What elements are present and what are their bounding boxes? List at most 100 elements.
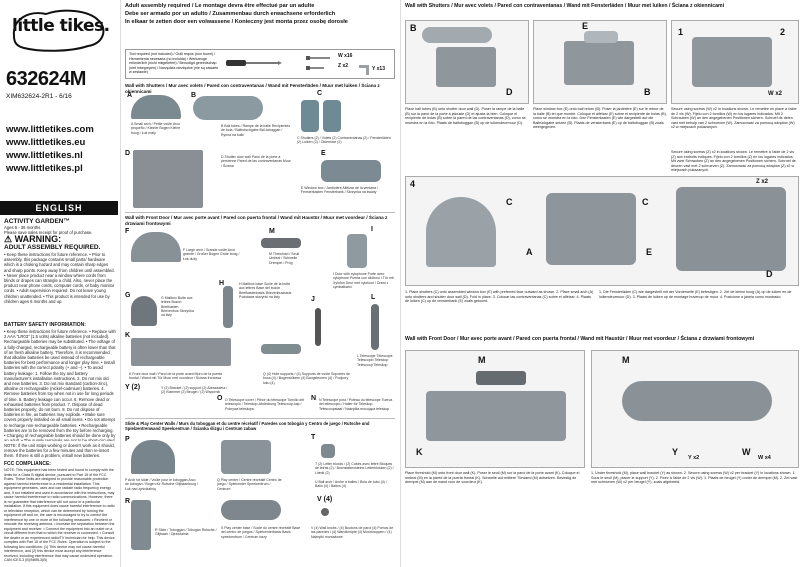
callout-e: E [582, 21, 589, 31]
warning-text: • Keep these instructions for future ref… [4, 252, 115, 304]
step-5-text: 1. Place shutters (C) onto assembled win… [405, 290, 594, 304]
product-heading: ACTIVITY GARDEN™ [4, 218, 70, 225]
part-c-shutter-left [301, 100, 319, 132]
model-number: 632624M [6, 68, 86, 90]
part-l-telescope [371, 304, 379, 350]
section-front-door-heading: Wall with Front Door / Mur avec porte av… [125, 215, 388, 226]
step-3-text: Secure using screws (W) x2 in locations … [671, 107, 797, 130]
part-m-threshold [261, 238, 301, 248]
screwdriver-icon [226, 60, 282, 66]
part-j-key: J [311, 296, 315, 303]
wall-shape [564, 41, 634, 85]
section-slide-heading: Slide & Play Center Walls / Murs du tobo… [125, 421, 370, 431]
part-g-text: G Mailbox Boîte aux lettres Buzón Briefk… [161, 296, 194, 318]
part-q2-text: Q Play center / Centre récréatif Centro … [217, 478, 282, 491]
assembly-title-2: Debe ser armado por un adulto / Zusammen… [125, 11, 336, 17]
assembly-title-1: Adult assembly required / Le montage dev… [125, 3, 315, 9]
part-c-shutter-right [323, 100, 341, 132]
callout-a: A [526, 247, 533, 257]
part-g-key: G [125, 292, 131, 299]
part-o-key: O [217, 395, 223, 402]
left-column: little tikes. 632624M XIM632624-2R1 - 6/… [0, 0, 118, 567]
step-3-image: 1 2 W x2 [671, 20, 799, 104]
callout-e2: E [646, 247, 653, 257]
part-t-letter-block [321, 444, 335, 458]
website-link-eu[interactable]: www.littletikes.eu [6, 137, 86, 148]
callout-b: B [410, 23, 417, 33]
step-1-image: B D [405, 20, 529, 104]
receipt-note: Please save sales receipt for proof of p… [4, 230, 93, 235]
part-d-shutter-wall [133, 150, 203, 208]
callout-2: 2 [780, 27, 786, 37]
hardware-w-x4: W x4 [758, 455, 771, 461]
part-o-text: O Telescope cover / Pièce du télescope T… [225, 398, 305, 411]
website-link-pl[interactable]: www.littletikes.pl [6, 163, 83, 174]
tool-note: Tool required (not included) / Outil req… [129, 52, 219, 75]
hardware-y-x2: Y x2 [688, 455, 700, 461]
fcc-text: NOTE: This equipment has been tested and… [4, 468, 115, 562]
part-j-post [315, 308, 321, 346]
battery-heading: BATTERY SAFETY INFORMATION: [4, 322, 86, 328]
part-s-base [221, 500, 281, 520]
bracket-y-icon [359, 65, 369, 75]
part-l-text: L Telescope Télescope Telescopio Telesko… [357, 354, 393, 367]
language-banner: ENGLISH [0, 201, 118, 215]
callout-w: W [742, 447, 751, 457]
right-column: Wall with Shutters / Mur avec volets / P… [400, 0, 802, 567]
right-section1-heading: Wall with Shutters / Mur avec volets / P… [405, 3, 725, 9]
fcc-heading: FCC COMPLIANCE: [4, 461, 51, 467]
step-2-image: E B [533, 20, 667, 104]
hardware-z-label: Z x2 [338, 63, 349, 69]
step-7-text: Place threshold (M) onto front door wall… [405, 471, 580, 485]
website-link-nl[interactable]: www.littletikes.nl [6, 150, 83, 161]
part-f-text: F Large arch / Grande voûte Arco grande … [183, 248, 240, 261]
step-4-image: 4 C C A E D Z x2 [405, 176, 799, 286]
assembly-shape [692, 37, 772, 87]
part-k-key: K [125, 332, 131, 339]
part-e-window-box [321, 160, 381, 182]
part-b-text: B Ball tubes / Rampe de la balle Recipie… [221, 124, 291, 137]
wall-d-shape [436, 47, 496, 87]
callout-m2: M [622, 355, 630, 365]
part-p-text: P Arch for slide / Voûte pour le tobogga… [125, 478, 198, 491]
part-q-play-center [221, 440, 271, 474]
part-k-front-door-wall [131, 338, 231, 366]
part-u-text: U Ball arch / Arche à balles / Bola de t… [315, 480, 387, 489]
right-section2-heading: Wall with Front Door / Mur avec porte av… [405, 336, 755, 342]
ages-text: Ages 6 - 36 months [4, 225, 41, 230]
part-p-key: P [125, 436, 130, 443]
part-e-text: E Window box / Jardinière Alféizar de la… [301, 186, 379, 195]
wall-assembly-shape [676, 187, 786, 271]
callout-y: Y [672, 447, 679, 457]
assembly-title-3: In elkaar te zetten door een volwassene … [125, 19, 348, 25]
part-m-key: M [269, 228, 275, 235]
part-h-text: H Mailbox base Socle de la boîte aux let… [239, 282, 292, 299]
battery-text: • Keep these instructions for future ref… [4, 329, 116, 441]
hardware-z-x2: Z x2 [756, 179, 769, 185]
part-i-key: I [371, 226, 373, 233]
part-h-mailbox-base [223, 286, 233, 328]
part-k-text: K Front door wall / Paroi de la porte av… [129, 372, 222, 381]
part-d-key: D [125, 150, 131, 157]
threshold-shape [476, 371, 526, 385]
step-num-4: 4 [410, 179, 416, 189]
callout-k: K [416, 447, 423, 457]
callout-c2: C [642, 197, 649, 207]
callout-d2: D [766, 269, 773, 279]
part-i-door [347, 234, 367, 268]
note-text: NOTE: If the unit stops working or doesn… [4, 443, 115, 459]
hardware-w-label: W x16 [338, 53, 353, 59]
part-y-text: Y (2) Bracket / (2) support (2) Abrazade… [161, 386, 228, 395]
step-4-text: Secure using screws (Z) x2 in locations … [671, 150, 796, 173]
website-link-com[interactable]: www.littletikes.com [6, 124, 94, 135]
adult-assembly-heading: ADULT ASSEMBLY REQUIRED. [4, 244, 101, 251]
part-v-knob [321, 508, 329, 516]
warning-heading: ⚠ WARNING: [4, 234, 62, 244]
part-c-key: C [317, 90, 323, 97]
part-q-text: Q (4) Hole supports / (4) Supports de vo… [263, 372, 350, 385]
step-2-text: Place window box (E) onto ball return (B… [533, 107, 667, 130]
part-i-text: I Door with xylophone Porte avec xylopho… [333, 272, 394, 289]
part-e-key: E [321, 150, 326, 157]
threshold-underside-shape [622, 381, 772, 421]
part-g-mailbox [131, 296, 157, 326]
